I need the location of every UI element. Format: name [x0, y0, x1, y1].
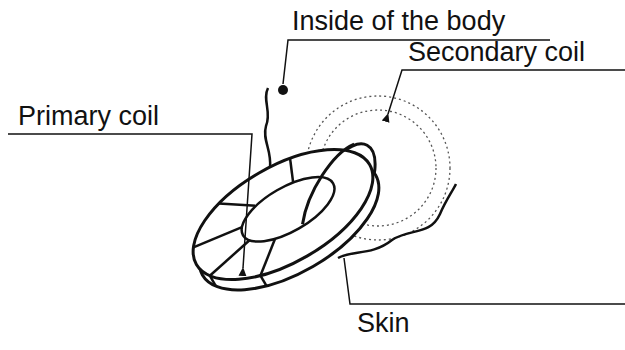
part-label: Skin: [357, 308, 410, 338]
part-label: Inside of the body: [292, 6, 505, 36]
part-label: Secondary coil: [408, 37, 585, 67]
part-label: Primary coil: [18, 101, 159, 131]
leader-lines: [8, 40, 625, 304]
primary-coil: [172, 123, 399, 317]
body-dot: [278, 85, 288, 95]
